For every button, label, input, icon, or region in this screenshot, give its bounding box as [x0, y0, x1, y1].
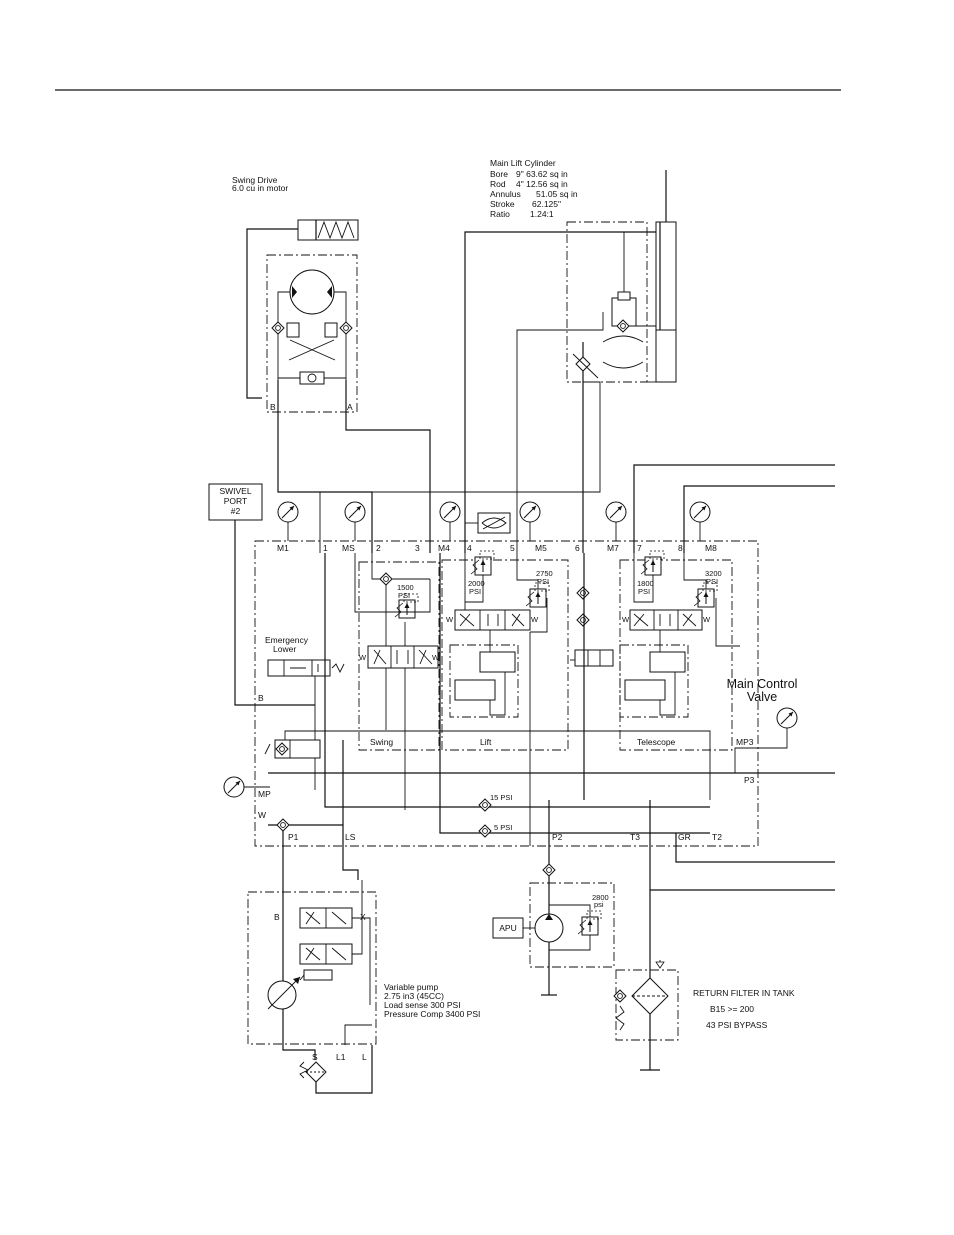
port-b-left: B	[258, 693, 264, 703]
port-p1: P1	[288, 832, 299, 842]
svg-text:W: W	[432, 653, 440, 662]
swivel-port: SWIVEL PORT #2	[208, 483, 315, 706]
lift-spec-value-4: 1.24:1	[530, 209, 554, 219]
pump-line-1: 2.75 in3 (45CC)	[384, 991, 444, 1001]
port-gr: GR	[678, 832, 691, 842]
port-mp: MP	[258, 789, 271, 799]
mcv-title-line1: Main Control	[727, 677, 798, 691]
lift-spec-name-1: Rod	[490, 179, 506, 189]
port-ms: MS	[342, 543, 355, 553]
port-4: 4	[467, 543, 472, 553]
swivel-line1: SWIVEL	[219, 486, 251, 496]
svg-text:W: W	[359, 653, 367, 662]
lift-spec-name-2: Annulus	[490, 189, 521, 199]
pump-port-l1: L1	[336, 1052, 346, 1062]
port-m7: M7	[607, 543, 619, 553]
relief-1800-unit: PSI	[638, 587, 650, 596]
return-filter: RETURN FILTER IN TANK B15 >= 200 43 PSI …	[613, 890, 795, 1071]
filter-line-1: B15 >= 200	[710, 1004, 754, 1014]
swing-drive-title: Swing Drive	[232, 175, 278, 185]
relief-1500-unit: PSI	[398, 591, 410, 600]
swivel-line2: PORT	[224, 496, 247, 506]
check-5psi: 5 PSI	[494, 823, 512, 832]
variable-pump: B X Variable pump 2.75 in3 (45CC) Load s…	[247, 818, 480, 1094]
gauge-m1	[277, 501, 299, 523]
lift-spec-name-0: Bore	[490, 169, 508, 179]
svg-text:W: W	[446, 615, 454, 624]
swing-port-b: B	[270, 402, 276, 412]
emergency-line2: Lower	[273, 644, 296, 654]
port-w: W	[258, 810, 266, 820]
gauge-mp	[223, 776, 245, 798]
port-p3: P3	[744, 775, 755, 785]
port-3: 3	[415, 543, 420, 553]
pump-port-l: L	[362, 1052, 367, 1062]
port-mp3: MP3	[736, 737, 754, 747]
filter-line-2: 43 PSI BYPASS	[706, 1020, 768, 1030]
lift-spec-name-3: Stroke	[490, 199, 515, 209]
relief-2000-unit: PSI	[469, 587, 481, 596]
port-5: 5	[510, 543, 515, 553]
port-7: 7	[637, 543, 642, 553]
lift-cylinder-title: Main Lift Cylinder	[490, 158, 556, 168]
main-control-valve: Main Control Valve M1 1 MS 2 3 M4 4 5 M5…	[223, 464, 835, 891]
port-m8: M8	[705, 543, 717, 553]
gauge-m4	[439, 501, 461, 523]
pump-port-s: S	[312, 1052, 318, 1062]
port-2: 2	[376, 543, 381, 553]
gauge-ms	[344, 501, 366, 523]
port-1: 1	[323, 543, 328, 553]
swing-drive: Swing Drive 6.0 cu in motor B A	[232, 175, 431, 553]
relief-2750-unit: PSI	[537, 577, 549, 586]
relief-2000-value: 2000	[468, 579, 485, 588]
apu-relief-value: 2800	[592, 893, 609, 902]
relief-1500-value: 1500	[397, 583, 414, 592]
mcv-title-line2: Valve	[747, 690, 777, 704]
swivel-line3: #2	[231, 506, 241, 516]
lift-spec-value-3: 62.125"	[532, 199, 561, 209]
relief-1800-value: 1800	[637, 579, 654, 588]
port-t2: T2	[712, 832, 722, 842]
port-m1: M1	[277, 543, 289, 553]
svg-text:W: W	[531, 615, 539, 624]
pump-port-x: X	[360, 912, 366, 922]
pump-line-3: Pressure Comp 3400 PSI	[384, 1009, 480, 1019]
port-m4: M4	[438, 543, 450, 553]
port-8: 8	[678, 543, 683, 553]
check-15psi: 15 PSI	[490, 793, 513, 802]
filter-line-0: RETURN FILTER IN TANK	[693, 988, 795, 998]
gauge-m5	[519, 501, 541, 523]
apu-relief-unit: psi	[594, 900, 604, 909]
section-telescope: Telescope	[637, 737, 676, 747]
relief-3200-unit: PSI	[706, 577, 718, 586]
port-p2: P2	[552, 832, 563, 842]
lift-spec-value-2: 51.05 sq in	[536, 189, 578, 199]
gauge-mp3	[776, 707, 798, 729]
svg-text:W: W	[622, 615, 630, 624]
lift-spec-value-1: 4" 12.56 sq in	[516, 179, 568, 189]
lift-spec-value-0: 9" 63.62 sq in	[516, 169, 568, 179]
section-lift: Lift	[480, 737, 492, 747]
pump-line-2: Load sense 300 PSI	[384, 1000, 461, 1010]
emergency-line1: Emergency	[265, 635, 309, 645]
port-6: 6	[575, 543, 580, 553]
apu-unit: APU 2800 psi	[492, 800, 615, 996]
main-lift-cylinder: Main Lift Cylinder Bore 9" 63.62 sq in R…	[319, 158, 677, 553]
pump-port-b: B	[274, 912, 280, 922]
gauge-m7	[605, 501, 627, 523]
port-t3: T3	[630, 832, 640, 842]
pump-line-0: Variable pump	[384, 982, 438, 992]
svg-text:W: W	[703, 615, 711, 624]
swing-drive-motor: 6.0 cu in motor	[232, 183, 288, 193]
swing-port-a: A	[347, 402, 353, 412]
port-ls: LS	[345, 832, 356, 842]
relief-3200-value: 3200	[705, 569, 722, 578]
port-m5: M5	[535, 543, 547, 553]
apu-label: APU	[499, 923, 516, 933]
lift-spec-name-4: Ratio	[490, 209, 510, 219]
section-swing: Swing	[370, 737, 393, 747]
relief-2750-value: 2750	[536, 569, 553, 578]
gauge-m8	[689, 501, 711, 523]
